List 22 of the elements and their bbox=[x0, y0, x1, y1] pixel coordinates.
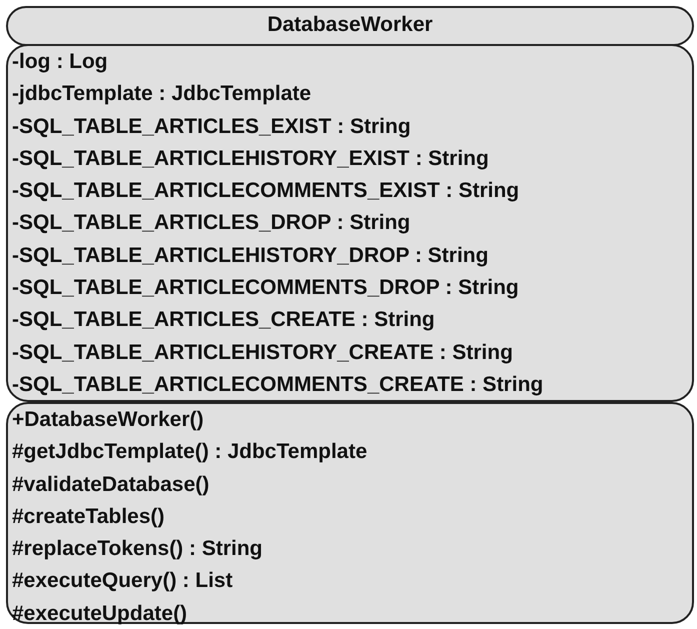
operation-text: #validateDatabase() bbox=[11, 472, 210, 498]
class-name-compartment bbox=[6, 6, 694, 46]
attribute-text: -SQL_TABLE_ARTICLECOMMENTS_CREATE : String bbox=[11, 372, 544, 398]
operation-text: #executeQuery() : List bbox=[11, 568, 234, 594]
operations-compartment bbox=[6, 402, 694, 624]
attribute-text: -log : Log bbox=[11, 49, 109, 75]
class-name: DatabaseWorker bbox=[266, 12, 434, 38]
attributes-compartment bbox=[6, 44, 694, 402]
attribute-text: -SQL_TABLE_ARTICLES_CREATE : String bbox=[11, 307, 436, 334]
operation-text: #replaceTokens() : String bbox=[11, 536, 264, 562]
operation-text: #getJdbcTemplate() : JdbcTemplate bbox=[11, 439, 368, 466]
attribute-text: -SQL_TABLE_ARTICLES_DROP : String bbox=[11, 210, 412, 236]
attribute-text: -SQL_TABLE_ARTICLEHISTORY_CREATE : String bbox=[11, 340, 514, 366]
operation-text: +DatabaseWorker() bbox=[11, 407, 205, 433]
attribute-text: -SQL_TABLE_ARTICLECOMMENTS_EXIST : String bbox=[11, 178, 520, 204]
attribute-text: -SQL_TABLE_ARTICLEHISTORY_DROP : String bbox=[11, 242, 490, 269]
operation-text: #createTables() bbox=[11, 504, 166, 530]
attribute-text: -SQL_TABLE_ARTICLES_EXIST : String bbox=[11, 114, 412, 140]
attribute-text: -SQL_TABLE_ARTICLEHISTORY_EXIST : String bbox=[11, 146, 490, 172]
attribute-text: -jdbcTemplate : JdbcTemplate bbox=[11, 81, 312, 108]
operation-text: #executeUpdate() bbox=[11, 600, 188, 627]
attribute-text: -SQL_TABLE_ARTICLECOMMENTS_DROP : String bbox=[11, 275, 520, 302]
